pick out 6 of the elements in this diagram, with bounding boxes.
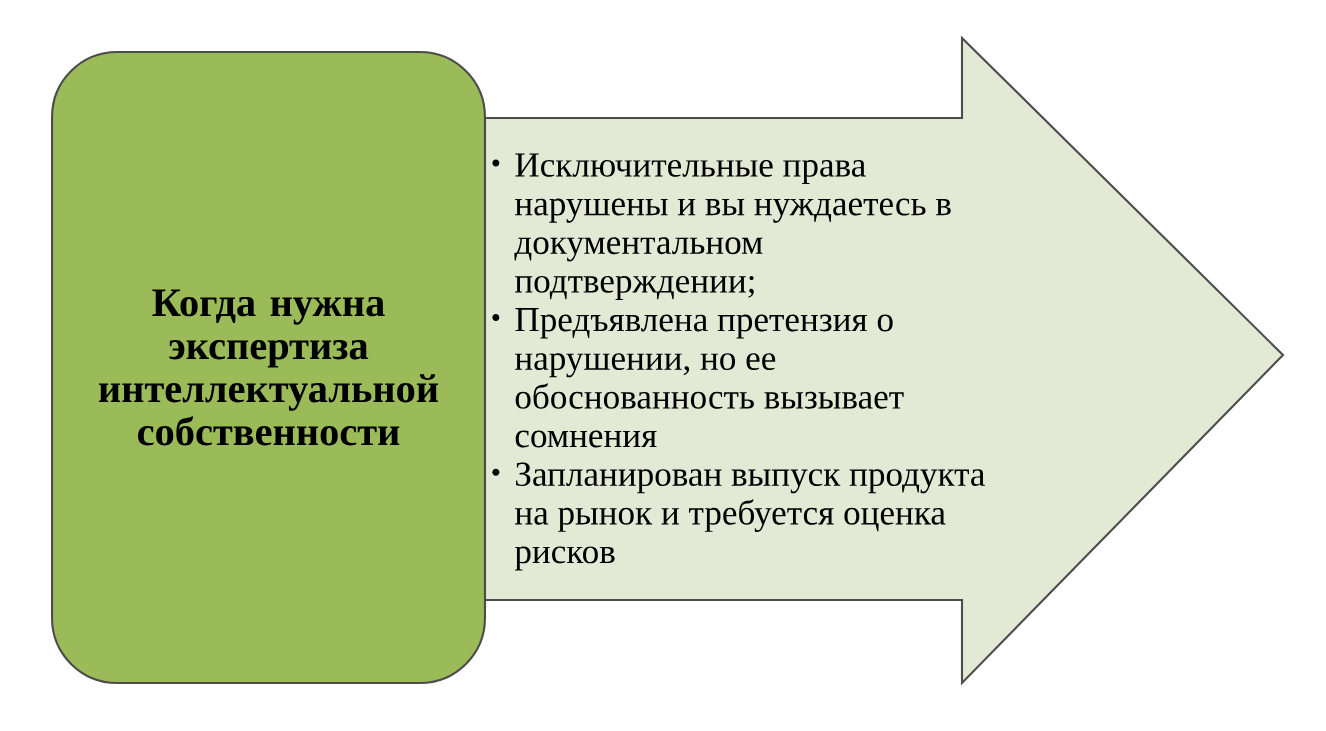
rounded-box xyxy=(51,51,486,684)
bullet-item: Предъявлена претензия о нарушении, но ее обоснованность вызывает сомнения xyxy=(515,308,904,448)
bullet-item: Исключительные права нарушены и вы нуждаетесь в документальном подтверждении; xyxy=(514,153,951,300)
heading-text: Когда нужна экспертиза интеллектуальной собственности xyxy=(98,289,439,446)
arrow-shape xyxy=(483,35,1285,686)
bullet-item: Запланирован выпуск продукта на рынок и требуется оценка рисков xyxy=(514,462,985,571)
